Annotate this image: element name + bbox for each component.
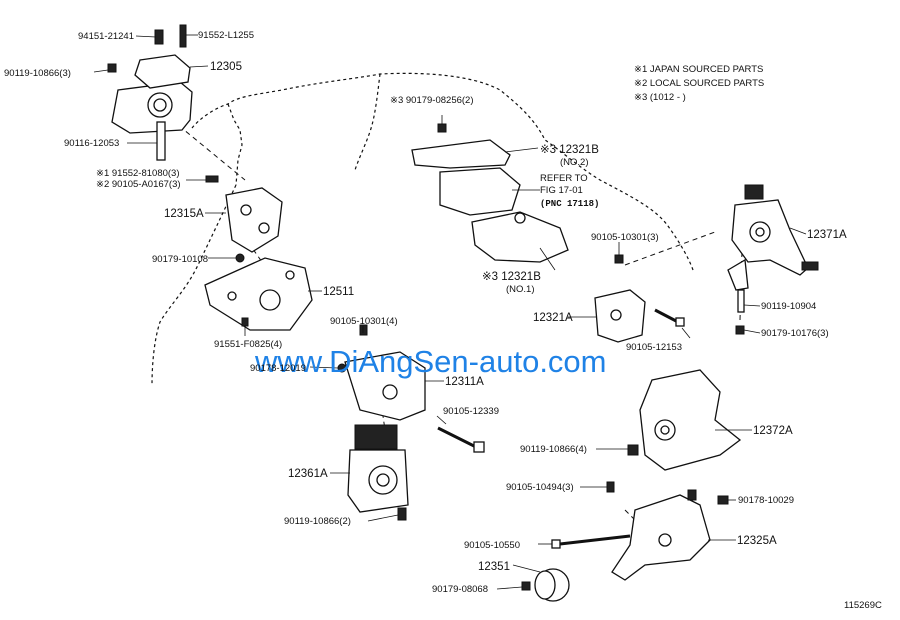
- vehicle-body-outline: [151, 72, 694, 386]
- label-90119-10866-4: 90119-10866(4): [520, 444, 587, 455]
- bracket-12311A: [337, 324, 426, 421]
- label-90105-10550: 90105-10550: [464, 540, 520, 551]
- label-12361A: 12361A: [288, 468, 328, 480]
- legend-line-1: ※1 JAPAN SOURCED PARTS: [634, 64, 763, 75]
- label-no2: (NO.2): [560, 157, 589, 168]
- stopper-12351: [521, 568, 570, 602]
- label-90179-10108: 90179-10108: [152, 254, 208, 265]
- label-90178-12019: 90178-12019: [250, 363, 306, 374]
- bracket-12511: [204, 257, 313, 331]
- label-12305: 12305: [210, 61, 242, 73]
- mount-12361A: [347, 424, 409, 521]
- insulator-12321B-no2: [411, 123, 521, 216]
- label-12315A: 12315A: [164, 208, 204, 220]
- label-90178-10029: 90178-10029: [738, 495, 794, 506]
- mount-12371A: [727, 184, 819, 335]
- bolt-90105-12339: [437, 426, 485, 453]
- label-90105-12153: 90105-12153: [626, 342, 682, 353]
- label-12321A: 12321A: [533, 312, 573, 324]
- bracket-12321A: [594, 254, 685, 343]
- label-12321B-no1: ※3 12321B: [482, 271, 541, 283]
- label-94151-21241: 94151-21241: [78, 31, 134, 42]
- engine-mount-12305: [107, 24, 193, 161]
- bracket-12325A: [551, 481, 729, 581]
- label-90179-08256: ※3 90179-08256(2): [390, 95, 474, 106]
- label-90119-10866-3: 90119-10866(3): [4, 68, 71, 79]
- label-12351: 12351: [478, 561, 510, 573]
- label-90116-12053: 90116-12053: [64, 138, 119, 149]
- label-12321B-no2: ※3 12321B: [540, 144, 599, 156]
- label-90105-12339: 90105-12339: [443, 406, 499, 417]
- label-90105-10494: 90105-10494(3): [506, 482, 574, 493]
- legend-line-3: ※3 (1012 - ): [634, 92, 686, 103]
- label-12311A: 12311A: [445, 376, 484, 388]
- label-12371A: 12371A: [807, 229, 847, 241]
- label-91552-L1255: 91552-L1255: [198, 30, 254, 41]
- watermark-text: www.DiAngSen-auto.com: [254, 344, 607, 379]
- label-90105-10301-4: 90105-10301(4): [330, 316, 398, 327]
- label-91551-F0825: 91551-F0825(4): [214, 339, 282, 350]
- label-refer-to: REFER TO: [540, 173, 588, 184]
- label-pnc-17118: (PNC 17118): [540, 199, 599, 209]
- leader-lines: [93, 34, 807, 590]
- label-12372A: 12372A: [753, 425, 793, 437]
- label-90179-08068: 90179-08068: [432, 584, 488, 595]
- label-90179-10176: 90179-10176(3): [761, 328, 829, 339]
- label-90105-A0167: ※2 90105-A0167(3): [96, 179, 181, 190]
- insulator-12321B-no1: [471, 211, 569, 263]
- label-no1: (NO.1): [506, 284, 535, 295]
- legend-line-2: ※2 LOCAL SOURCED PARTS: [634, 78, 764, 89]
- label-91552-81080: ※1 91552-81080(3): [96, 168, 180, 179]
- label-90119-10904: 90119-10904: [761, 301, 816, 312]
- part-labels: 94151-21241 91552-L1255 90119-10866(3) 1…: [4, 30, 882, 611]
- label-90119-10866-2: 90119-10866(2): [284, 516, 351, 527]
- label-12511: 12511: [323, 286, 354, 298]
- label-12325A: 12325A: [737, 535, 777, 547]
- bracket-12315A: [205, 175, 283, 263]
- figure-id: 115269C: [844, 600, 882, 611]
- label-fig-17-01: FIG 17-01: [540, 185, 583, 196]
- label-90105-10301-3: 90105-10301(3): [591, 232, 659, 243]
- mount-12372A: [627, 369, 742, 471]
